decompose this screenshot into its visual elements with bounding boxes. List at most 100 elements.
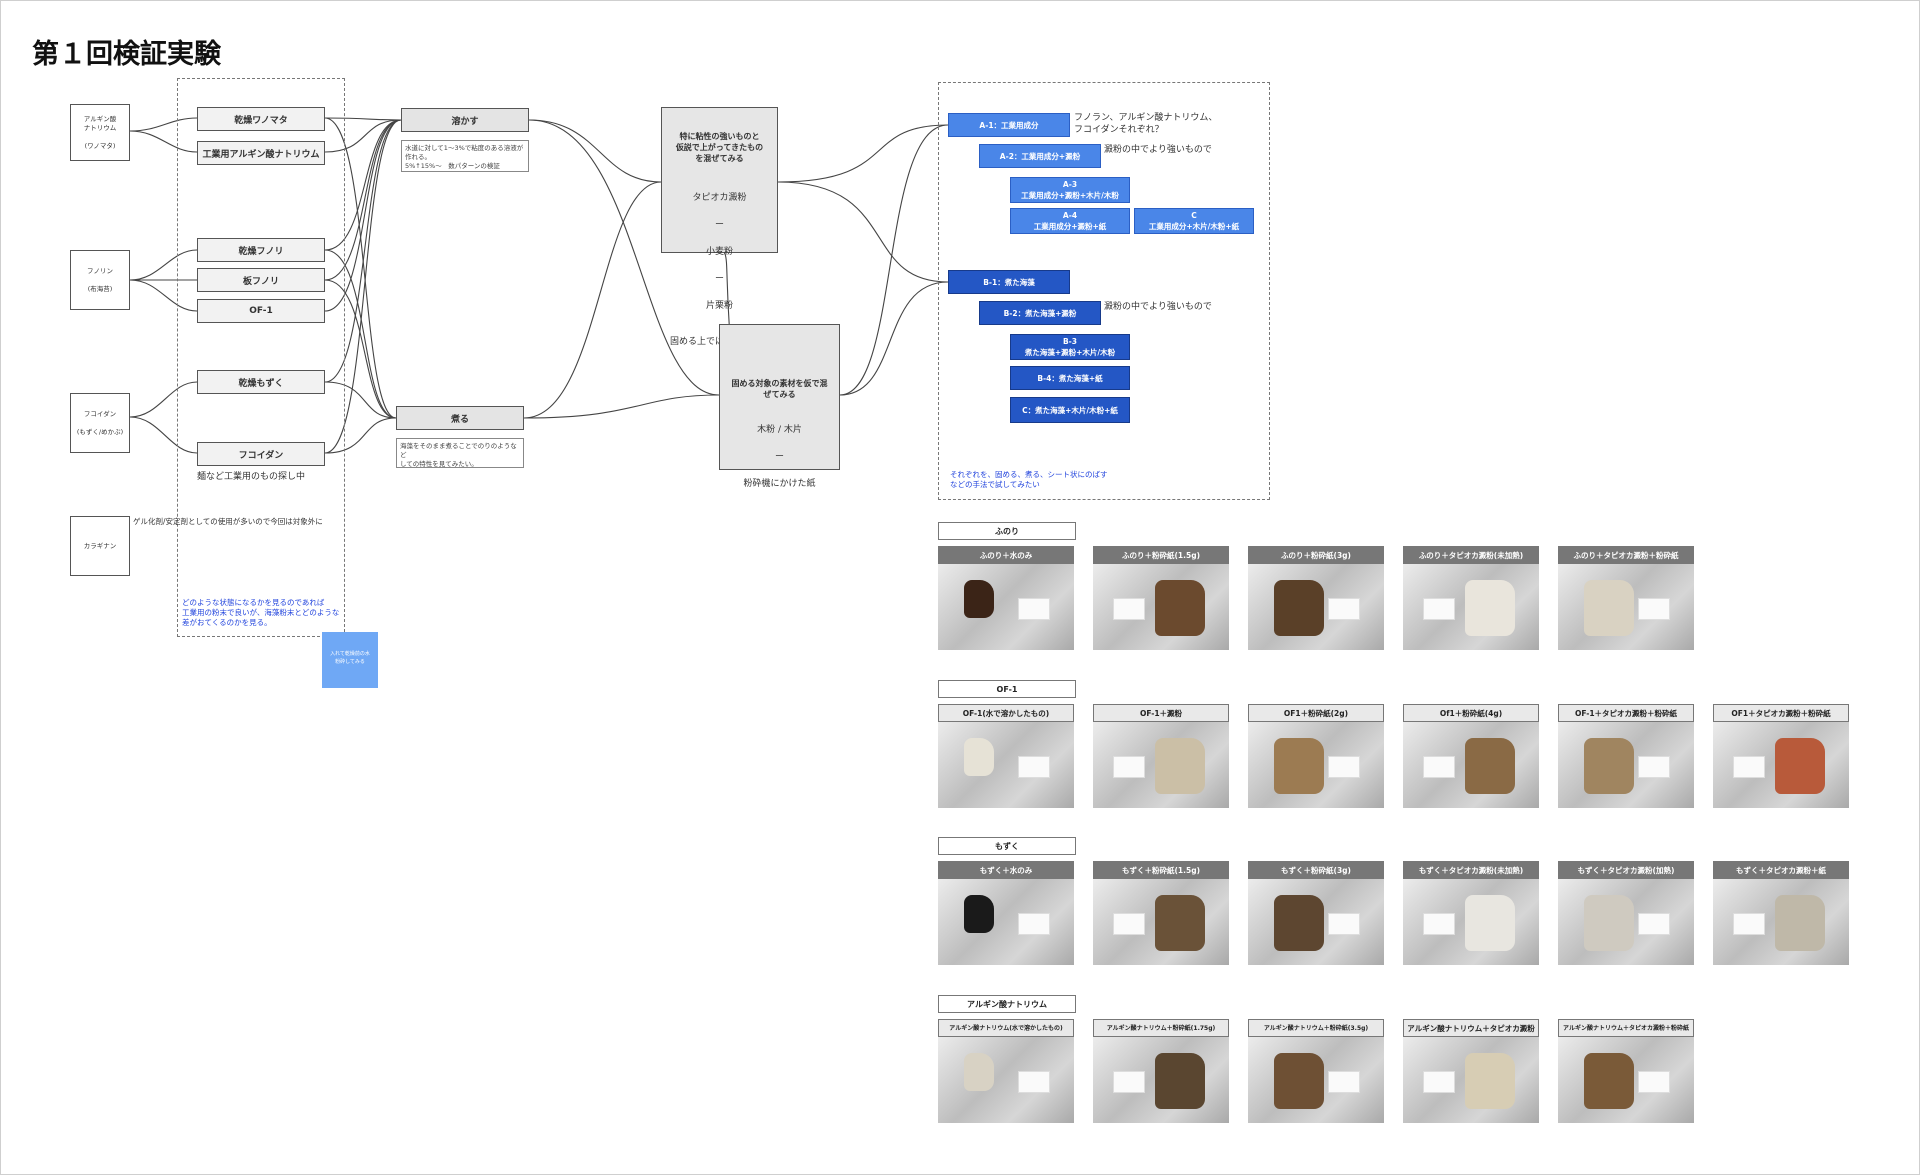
sample-title: もずく＋粉砕紙(3g) [1248, 861, 1384, 879]
sample-tag [1113, 756, 1145, 778]
sample-title: もずく＋タピオカ澱粉(加熱) [1558, 861, 1694, 879]
sample-photo [1403, 1037, 1539, 1123]
sample-card[interactable]: OF1＋粉砕紙(2g) [1248, 704, 1384, 808]
sample-material [964, 1053, 994, 1091]
result-a2[interactable]: A-2：工業用成分+澱粉 [979, 144, 1101, 168]
sample-tag [1638, 913, 1670, 935]
sample-card[interactable]: OF-1＋タピオカ澱粉＋粉砕紙 [1558, 704, 1694, 808]
bind-box[interactable]: 特に粘性の強いものと 仮説で上がってきたもの を混ぜてみる タピオカ澱粉 ー 小… [661, 107, 778, 347]
connector [324, 119, 402, 153]
material-fucoidan[interactable]: フコイダン [197, 442, 325, 466]
section-label: OF-1 [938, 680, 1076, 698]
sample-title: ふのり＋タピオカ澱粉(未加熱) [1403, 546, 1539, 564]
sample-tag [1733, 756, 1765, 778]
sample-material [964, 580, 994, 618]
sample-material [1775, 895, 1825, 951]
result-b1[interactable]: B-1：煮た海藻 [948, 270, 1070, 294]
mix-item: 粉砕機にかけた紙 [743, 479, 816, 489]
sample-photo [1403, 879, 1539, 965]
source-funoran[interactable]: フノリン (布海苔) [70, 250, 130, 310]
source-fucoidan[interactable]: フコイダン (もずく/めかぶ) [70, 393, 130, 453]
material-dried-funori[interactable]: 乾燥フノリ [197, 238, 325, 262]
sample-card[interactable]: OF-1(水で溶かしたもの) [938, 704, 1074, 808]
sample-card[interactable]: もずく＋タピオカ澱粉(未加熱) [1403, 861, 1539, 965]
connector [324, 117, 397, 419]
sample-card[interactable]: ふのり＋粉砕紙(1.5g) [1093, 546, 1229, 650]
sample-title: もずく＋タピオカ澱粉＋紙 [1713, 861, 1849, 879]
connector [324, 119, 402, 312]
process-boil-note: 海藻をそのまま煮ることでのりのようなど しての特性を見てみたい。 [396, 438, 524, 468]
result-c-a[interactable]: C 工業用成分+木片/木粉+紙 [1134, 208, 1254, 234]
sample-tag [1733, 913, 1765, 935]
sample-tag [1638, 1071, 1670, 1093]
sample-material [1584, 1053, 1634, 1109]
sample-card[interactable]: OF-1＋澱粉 [1093, 704, 1229, 808]
sample-title: ふのり＋タピオカ澱粉＋粉砕紙 [1558, 546, 1694, 564]
result-a1[interactable]: A-1：工業用成分 [948, 113, 1070, 137]
sample-tag [1423, 913, 1455, 935]
material-industrial-alginate[interactable]: 工業用アルギン酸ナトリウム [197, 141, 325, 165]
material-board-funori[interactable]: 板フノリ [197, 268, 325, 292]
sample-photo [938, 1037, 1074, 1123]
sample-card[interactable]: ふのり＋タピオカ澱粉(未加熱) [1403, 546, 1539, 650]
sample-photo [1093, 722, 1229, 808]
sample-photo [1403, 722, 1539, 808]
connector [324, 417, 397, 454]
sample-material [1584, 738, 1634, 794]
sample-tag [1328, 756, 1360, 778]
sample-material [1155, 895, 1205, 951]
sample-card[interactable]: もずく＋タピオカ澱粉(加熱) [1558, 861, 1694, 965]
sample-material [1465, 895, 1515, 951]
sample-card[interactable]: ふのり＋粉砕紙(3g) [1248, 546, 1384, 650]
right-blue-note: それぞれを、固める、煮る、シート状にのばす などの手法で試してみたい [950, 470, 1108, 489]
sample-tag [1423, 1071, 1455, 1093]
source-alginate[interactable]: アルギン酸 ナトリウム (ワノマタ) [70, 104, 130, 161]
bind-item: 片栗粉 [705, 301, 733, 311]
material-dried-wanomata[interactable]: 乾燥ワノマタ [197, 107, 325, 131]
connector [839, 281, 949, 396]
source-carrageenan[interactable]: カラギナン [70, 516, 130, 576]
sample-title: OF-1＋タピオカ澱粉＋粉砕紙 [1558, 704, 1694, 722]
result-a3[interactable]: A-3 工業用成分+澱粉+木片/木粉 [1010, 177, 1130, 203]
sample-card[interactable]: Of1＋粉砕紙(4g) [1403, 704, 1539, 808]
carrageenan-note: ゲル化剤/安定剤としての使用が多いので今回は対象外に [133, 517, 323, 526]
result-b2[interactable]: B-2：煮た海藻+澱粉 [979, 301, 1101, 325]
connector [777, 181, 949, 283]
sample-photo [1558, 879, 1694, 965]
sample-card[interactable]: もずく＋粉砕紙(3g) [1248, 861, 1384, 965]
material-of1[interactable]: OF-1 [197, 299, 325, 323]
left-blue-note: どのような状態になるかを見るのであれば 工業用の粉末で良いが、海藻粉末とどのよう… [182, 598, 340, 627]
connector [324, 119, 402, 281]
result-b4[interactable]: B-4：煮た海藻+紙 [1010, 366, 1130, 390]
result-b3[interactable]: B-3 煮た海藻+澱粉+木片/木粉 [1010, 334, 1130, 360]
sample-card[interactable]: アルギン酸ナトリウム＋タピオカ澱粉 [1403, 1019, 1539, 1123]
result-a4[interactable]: A-4 工業用成分+澱粉+紙 [1010, 208, 1130, 234]
process-dissolve[interactable]: 溶かす [401, 108, 529, 132]
connector [129, 130, 198, 153]
connector [324, 119, 402, 383]
sample-card[interactable]: アルギン酸ナトリウム(水で溶かしたもの) [938, 1019, 1074, 1123]
material-dried-mozuku[interactable]: 乾燥もずく [197, 370, 325, 394]
sample-card[interactable]: アルギン酸ナトリウム＋粉砕紙(1.75g) [1093, 1019, 1229, 1123]
connector [129, 381, 198, 418]
sample-title: Of1＋粉砕紙(4g) [1403, 704, 1539, 722]
sample-card[interactable]: アルギン酸ナトリウム＋タピオカ澱粉＋粉砕紙 [1558, 1019, 1694, 1123]
sample-card[interactable]: ふのり＋タピオカ澱粉＋粉砕紙 [1558, 546, 1694, 650]
sample-photo [1093, 879, 1229, 965]
sample-card[interactable]: OF1＋タピオカ澱粉＋粉砕紙 [1713, 704, 1849, 808]
mix-box[interactable]: 固める対象の素材を仮で混 ぜてみる 木粉 / 木片 ー 粉砕機にかけた紙 [719, 324, 840, 489]
sticky-note[interactable]: 入れて乾燥前の水 粉砕してみる [322, 632, 378, 688]
sample-card[interactable]: もずく＋粉砕紙(1.5g) [1093, 861, 1229, 965]
result-c-b[interactable]: C：煮た海藻+木片/木粉+紙 [1010, 397, 1130, 423]
sample-photo [1558, 722, 1694, 808]
sample-card[interactable]: アルギン酸ナトリウム＋粉砕紙(3.5g) [1248, 1019, 1384, 1123]
sample-material [1584, 580, 1634, 636]
bind-box-title: 特に粘性の強いものと 仮説で上がってきたもの を混ぜてみる [675, 132, 764, 163]
sample-tag [1113, 598, 1145, 620]
sample-card[interactable]: ふのり＋水のみ [938, 546, 1074, 650]
process-boil[interactable]: 煮る [396, 406, 524, 430]
sample-card[interactable]: もずく＋水のみ [938, 861, 1074, 965]
sample-material [1465, 580, 1515, 636]
sample-card[interactable]: もずく＋タピオカ澱粉＋紙 [1713, 861, 1849, 965]
sample-photo [1558, 1037, 1694, 1123]
